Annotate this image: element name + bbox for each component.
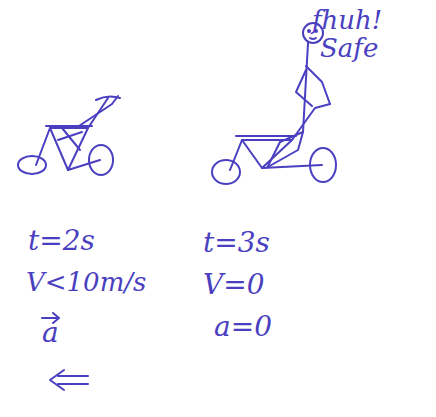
rider-leg <box>76 96 118 128</box>
body <box>303 43 308 132</box>
leg <box>266 132 303 168</box>
velocity-label: V=0 <box>203 270 265 301</box>
wheel <box>18 156 46 174</box>
chain <box>230 140 322 170</box>
velocity-label: V<10m/s <box>26 268 146 297</box>
time-label: t=3s <box>203 228 270 259</box>
bike-left <box>18 96 120 175</box>
arm <box>306 66 330 104</box>
frame <box>242 140 292 168</box>
frame <box>50 128 88 170</box>
speech-text: Safe <box>320 34 378 63</box>
acceleration-vector: a <box>42 318 59 349</box>
direction-arrow <box>50 370 88 390</box>
acceleration-label: a=0 <box>214 312 272 343</box>
bike-right <box>212 104 336 184</box>
eye <box>308 30 310 32</box>
time-label: t=2s <box>28 226 95 257</box>
arm <box>296 70 312 106</box>
frame <box>236 135 296 137</box>
frame <box>58 128 82 150</box>
frame <box>46 125 92 127</box>
wheel <box>212 160 240 184</box>
mouth <box>310 38 316 39</box>
chain <box>36 128 100 170</box>
speech-text: fhuh! <box>312 6 382 35</box>
